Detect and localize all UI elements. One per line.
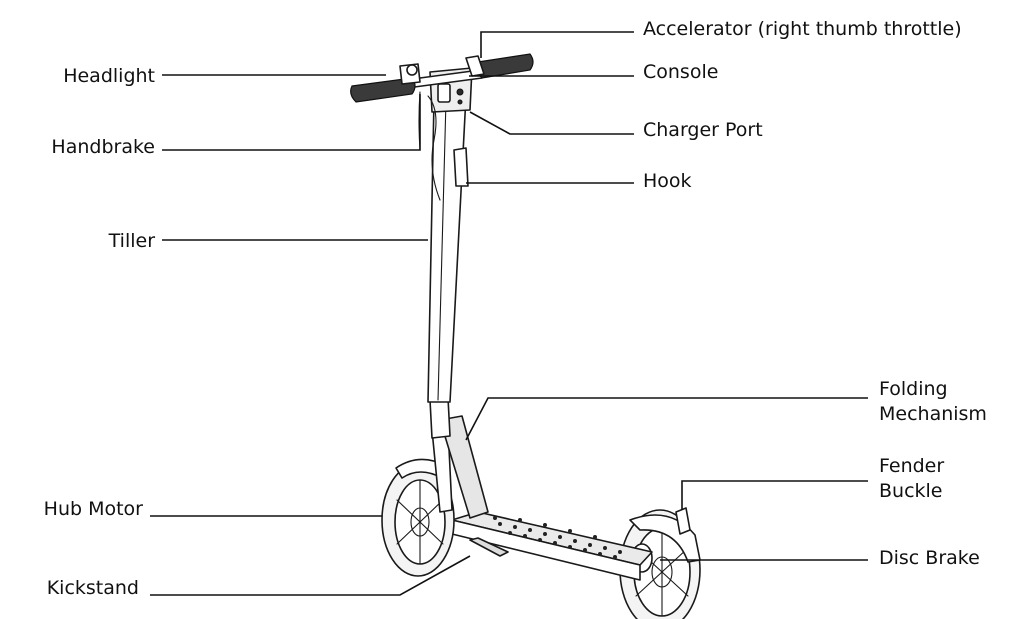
leader-folding-mechanism xyxy=(465,397,868,441)
label-hook: Hook xyxy=(643,170,692,192)
leader-handbrake xyxy=(162,94,421,151)
label-headlight: Headlight xyxy=(63,65,155,87)
scooter-illustration xyxy=(350,53,701,619)
label-handbrake: Handbrake xyxy=(51,136,155,158)
leader-accelerator xyxy=(480,31,634,58)
label-fender-line1: Fender xyxy=(879,455,945,477)
folding-mechanism xyxy=(439,415,489,519)
right-grip xyxy=(476,53,534,79)
hook xyxy=(453,147,469,187)
leader-lines xyxy=(150,31,868,596)
label-charger-port: Charger Port xyxy=(643,119,763,141)
leader-charger-port xyxy=(469,111,634,135)
label-folding-line2: Mechanism xyxy=(879,403,987,425)
label-disc-brake: Disc Brake xyxy=(879,547,980,569)
label-folding-line1: Folding xyxy=(879,378,948,400)
label-fender-line2: Buckle xyxy=(879,480,943,502)
leader-kickstand xyxy=(150,555,471,596)
label-hub-motor: Hub Motor xyxy=(43,498,143,520)
brake-cable xyxy=(427,95,441,201)
kickstand xyxy=(469,537,509,557)
leader-fender-buckle xyxy=(681,480,868,510)
accelerator xyxy=(465,55,485,77)
label-kickstand: Kickstand xyxy=(46,577,139,599)
front-wheel xyxy=(381,463,455,577)
label-tiller: Tiller xyxy=(108,230,155,252)
label-accelerator: Accelerator (right thumb throttle) xyxy=(643,18,962,40)
label-console: Console xyxy=(643,61,719,83)
